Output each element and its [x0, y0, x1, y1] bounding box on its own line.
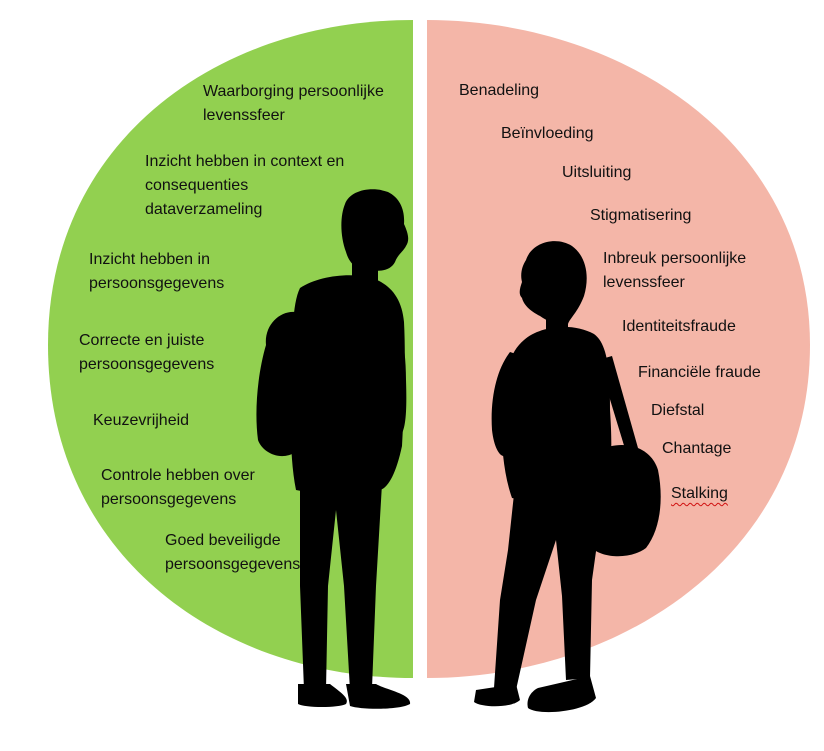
right-item-3: Uitsluiting: [562, 161, 631, 185]
right-item-7-line-1: Financiële fraude: [638, 364, 761, 381]
left-item-2-line-1: Inzicht hebben in context en: [145, 153, 345, 170]
left-item-6-line-2: persoonsgegevens: [101, 491, 237, 508]
right-item-5-line-2: levenssfeer: [603, 274, 685, 291]
right-item-2: Beïnvloeding: [501, 122, 594, 146]
right-item-10: Stalking: [671, 482, 728, 506]
right-item-7: Financiële fraude: [638, 361, 761, 385]
right-item-3-line-1: Uitsluiting: [562, 164, 632, 181]
left-item-1-line-1: Waarborging persoonlijke: [203, 83, 384, 100]
left-item-6-line-1: Controle hebben over: [101, 467, 255, 484]
right-half-ellipse: [427, 20, 810, 678]
left-item-7: Goed beveiligde persoonsgegevens: [165, 529, 300, 577]
right-item-5-line-1: Inbreuk persoonlijke: [603, 250, 747, 267]
man-with-backpack-silhouette-icon: [256, 189, 411, 709]
left-item-1: Waarborging persoonlijke levenssfeer: [203, 80, 384, 128]
right-item-5: Inbreuk persoonlijke levenssfeer: [603, 247, 746, 295]
right-item-8-line-1: Diefstal: [651, 402, 705, 419]
woman-with-shoulder-bag-silhouette-icon: [474, 241, 661, 713]
left-item-2-line-3: dataverzameling: [145, 201, 263, 218]
left-item-7-line-1: Goed beveiligde: [165, 532, 281, 549]
left-item-2-line-2: consequenties: [145, 177, 249, 194]
right-item-4-line-1: Stigmatisering: [590, 207, 692, 224]
left-item-1-line-2: levenssfeer: [203, 107, 285, 124]
left-item-4-line-1: Correcte en juiste: [79, 332, 205, 349]
left-item-5-line-1: Keuzevrijheid: [93, 412, 190, 429]
right-item-1: Benadeling: [459, 79, 539, 103]
left-item-4-line-2: persoonsgegevens: [79, 356, 215, 373]
left-item-3-line-1: Inzicht hebben in: [89, 251, 210, 268]
left-item-3: Inzicht hebben in persoonsgegevens: [89, 248, 224, 296]
left-item-2: Inzicht hebben in context en consequenti…: [145, 150, 344, 222]
right-item-6-line-1: Identiteitsfraude: [622, 318, 736, 335]
right-item-4: Stigmatisering: [590, 204, 691, 228]
right-item-2-line-1: Beïnvloeding: [501, 125, 594, 142]
right-item-8: Diefstal: [651, 399, 704, 423]
right-item-6: Identiteitsfraude: [622, 315, 736, 339]
right-item-10-line-1: Stalking: [671, 485, 728, 502]
left-item-5: Keuzevrijheid: [93, 409, 189, 433]
left-item-3-line-2: persoonsgegevens: [89, 275, 225, 292]
right-item-1-line-1: Benadeling: [459, 82, 540, 99]
left-item-7-line-2: persoonsgegevens: [165, 556, 301, 573]
right-item-9: Chantage: [662, 437, 731, 461]
left-item-6: Controle hebben over persoonsgegevens: [101, 464, 255, 512]
right-item-9-line-1: Chantage: [662, 440, 732, 457]
left-item-4: Correcte en juiste persoonsgegevens: [79, 329, 214, 377]
